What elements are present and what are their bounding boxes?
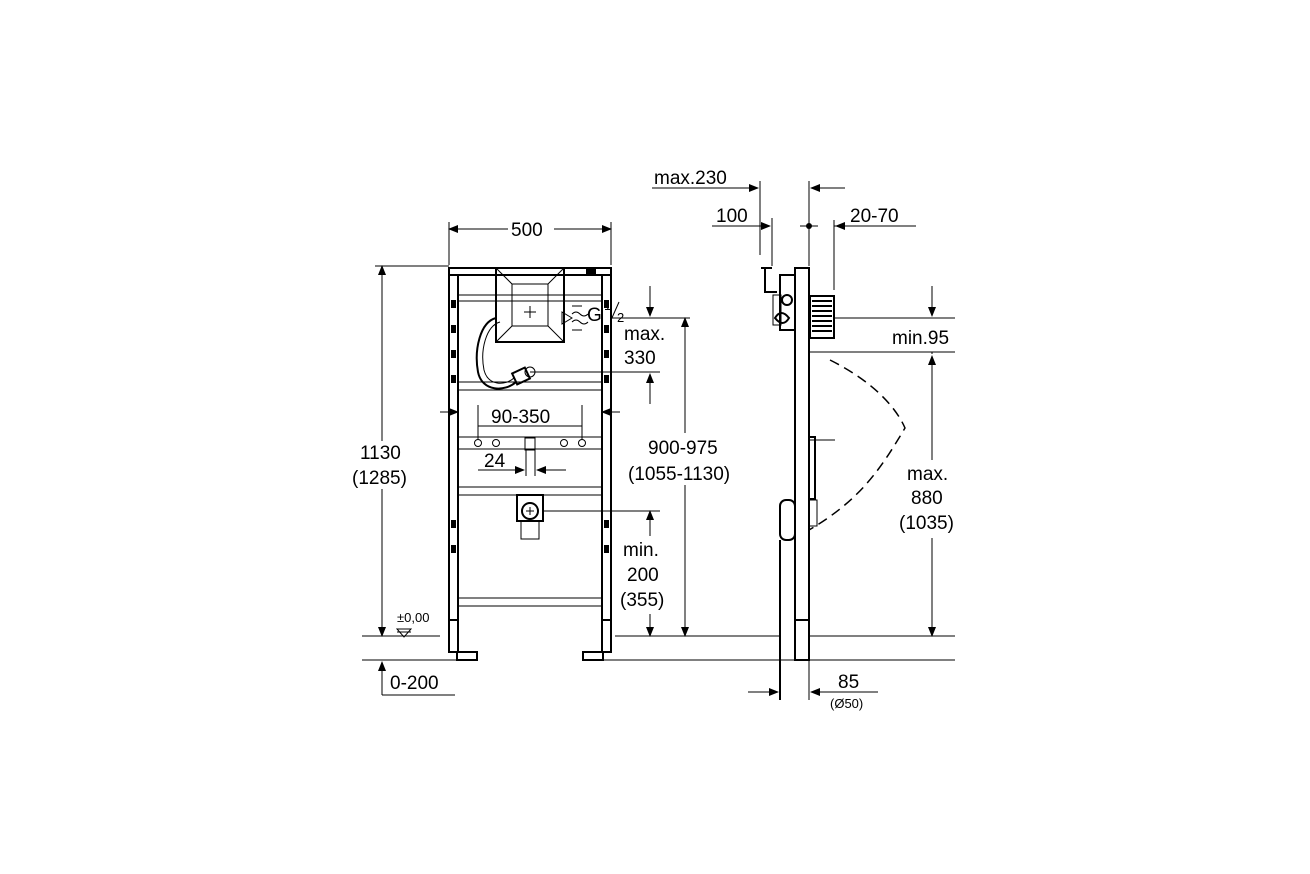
outlet-offset-label: 85 [838,672,859,693]
width-label: 500 [511,220,543,241]
outlet-fitting [516,494,544,540]
inlet-offset-line2: 330 [624,348,656,369]
outlet-diameter-label: (Ø50) [830,696,863,711]
urinal-outline [808,359,906,531]
depth-100-label: 100 [716,206,748,227]
side-view: max.230 100 20-70 min.95 max. 880 (1035)… [652,168,968,711]
height-alt-label: (1285) [352,468,407,489]
frame-structure [448,267,612,661]
bracket-spacing-label: 90-350 [491,407,550,428]
zero-level-label: ±0,00 [397,610,429,625]
inlet-height-main: 900-975 [648,438,718,459]
side-frame [779,267,835,700]
floor-adjust-label: 0-200 [390,673,439,694]
depth-wall-label: 20-70 [850,206,899,227]
inlet-thread-slash [610,301,620,321]
side-valve [761,267,835,339]
front-view: G 1 2 500 1130 (1285) ±0,00 0-200 [350,217,955,696]
inlet-height-alt: (1055-1130) [628,464,730,485]
bracket-offset-label: 24 [484,451,506,472]
outlet-height-line1: min. [623,540,659,561]
flush-valve-box [495,267,565,343]
inlet-thread-num: 1 [604,298,611,313]
height-main-label: 1130 [360,443,401,464]
min-95-label: min.95 [892,328,949,349]
water-inlet-symbol [561,305,589,331]
depth-max-label: max.230 [654,168,727,189]
outlet-height-line3: (355) [620,590,664,611]
bowl-height-line2: 880 [911,488,943,509]
bowl-height-line1: max. [907,464,948,485]
zero-level-triangle [395,628,413,638]
outlet-height-line2: 200 [627,565,659,586]
inlet-offset-line1: max. [624,324,665,345]
bowl-height-line3: (1035) [899,513,954,534]
flexible-hose [475,317,536,390]
inlet-thread-g: G [587,305,602,326]
